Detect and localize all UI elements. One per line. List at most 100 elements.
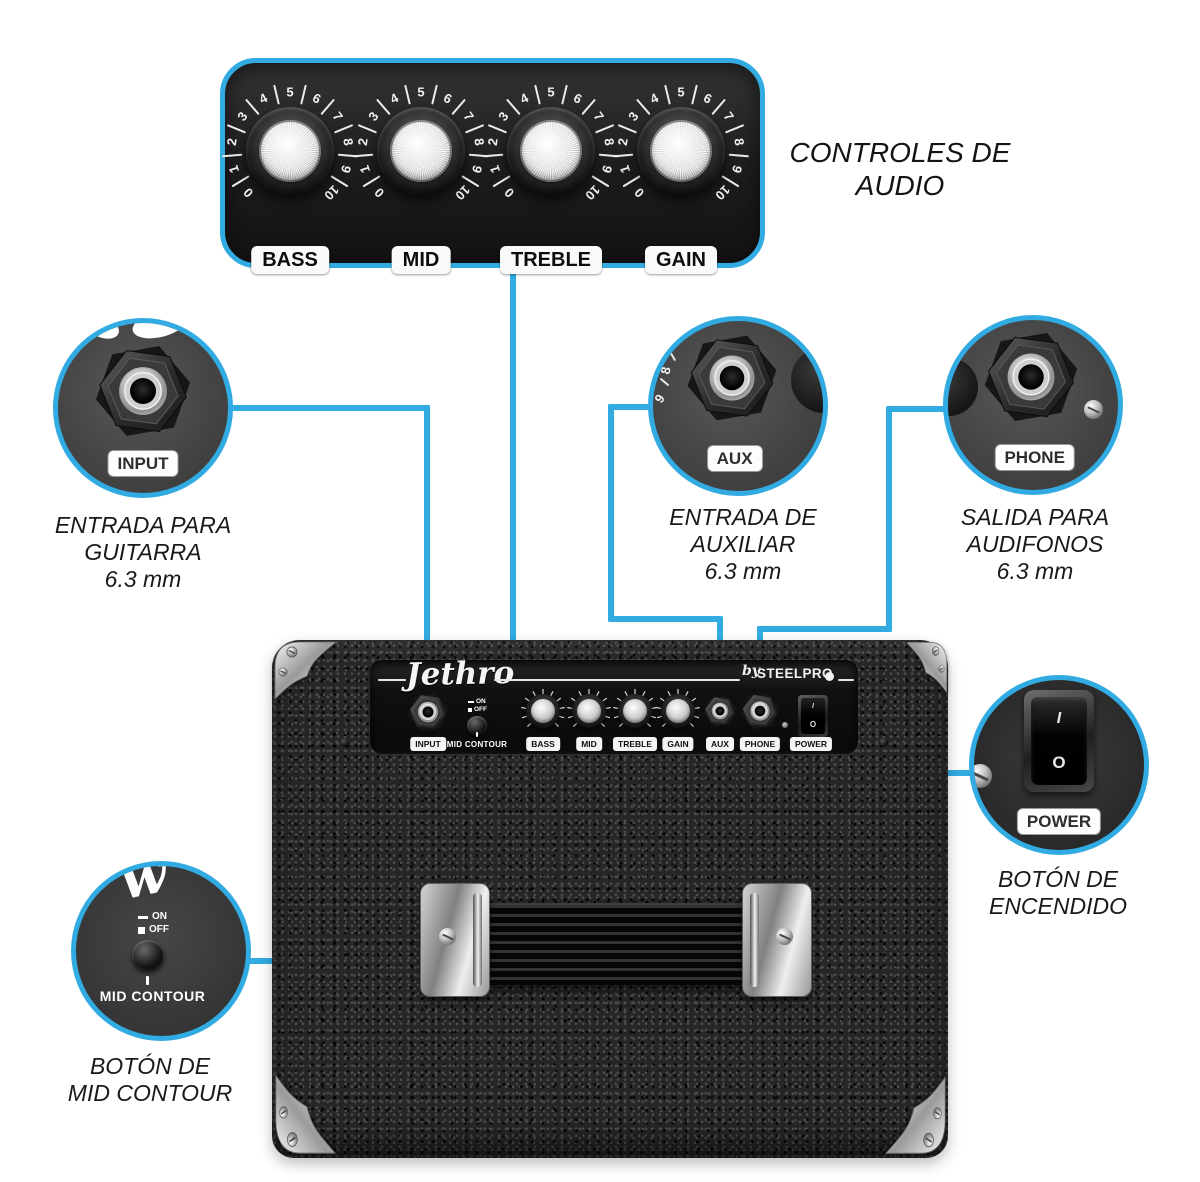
screw-icon (439, 928, 456, 945)
mid-label: MID (391, 246, 451, 274)
svg-text:2: 2 (224, 137, 240, 146)
midcontour-label: MID CONTOUR (99, 988, 206, 1004)
caption-line: AUDIFONOS (966, 531, 1104, 557)
legend-on-text: ON (476, 698, 486, 705)
treble-label: TREBLE (500, 246, 602, 274)
amp-bass-label: BASS (526, 737, 560, 751)
amp-midcontour-label: MID CONTOUR (446, 740, 508, 749)
treble-knob-cap (520, 120, 582, 182)
input-callout-circle: INPUT (53, 318, 233, 498)
svg-text:6: 6 (571, 90, 584, 107)
svg-text:2: 2 (485, 137, 501, 146)
power-led (782, 722, 788, 728)
power-off-symbol: O (809, 720, 817, 729)
audio-controls-title: CONTROLES DE AUDIO (760, 136, 1040, 202)
power-off-symbol: O (1052, 752, 1066, 772)
svg-text:6: 6 (441, 90, 454, 107)
midcontour-tick (146, 976, 149, 985)
svg-text:8: 8 (340, 137, 356, 146)
power-on-symbol: I (812, 703, 814, 710)
power-switch-rocker: I O (1031, 697, 1087, 785)
midcontour-caption: BOTÓN DE MID CONTOUR (30, 1053, 270, 1107)
power-caption: BOTÓN DE ENCENDIDO (943, 866, 1173, 920)
on-marker-icon (138, 915, 148, 919)
svg-text:5: 5 (286, 85, 293, 100)
amp-input-jack (407, 692, 449, 732)
caption-line: ENTRADA PARA (54, 512, 232, 538)
svg-text:10: 10 (321, 182, 342, 203)
amp-treble-knob (612, 688, 658, 734)
title-line: AUDIO (855, 170, 945, 201)
svg-text:5: 5 (547, 85, 554, 100)
amplifier: Jethro by STEELPRO ON OFF (272, 640, 948, 1158)
caption-line: 6.3 mm (704, 558, 782, 584)
by-text: by (742, 663, 760, 679)
input-jack-label: INPUT (107, 450, 179, 477)
logo-fragment: w (113, 861, 173, 913)
knob-tick-fragment (668, 350, 677, 362)
line-aux-h2 (608, 616, 723, 622)
handle-strap (478, 903, 752, 985)
off-marker-icon (468, 708, 472, 712)
amp-midcontour-button (467, 716, 487, 735)
phone-jack-icon (984, 332, 1078, 422)
aux-caption: ENTRADA DE AUXILIAR 6.3 mm (628, 504, 858, 585)
svg-text:8: 8 (601, 137, 617, 146)
svg-text:7: 7 (330, 109, 346, 124)
phone-callout-circle: PHONE (943, 315, 1123, 495)
line-phone-v1 (886, 406, 892, 632)
corner-protector (270, 637, 340, 703)
svg-text:7: 7 (591, 109, 607, 124)
phone-jack-label: PHONE (994, 444, 1075, 471)
amp-input-label: INPUT (410, 737, 446, 751)
svg-text:5: 5 (677, 85, 684, 100)
amp-aux-label: AUX (706, 737, 734, 751)
knob-scale-fragment: 8 (657, 365, 674, 376)
caption-line: BOTÓN DE (89, 1053, 211, 1079)
screw-icon (974, 764, 992, 788)
svg-text:7: 7 (721, 109, 737, 124)
handle-bracket-left (420, 883, 490, 997)
svg-text:5: 5 (417, 85, 424, 100)
line-input-v (424, 405, 430, 703)
line-aux-h1 (608, 404, 654, 410)
amp-gain-knob (655, 688, 701, 734)
phone-caption: SALIDA PARA AUDIFONOS 6.3 mm (920, 504, 1150, 585)
knob-tick-fragment (659, 377, 670, 387)
svg-text:9: 9 (729, 163, 746, 175)
amp-phone-label: PHONE (739, 737, 781, 751)
line-phone-h2 (757, 626, 892, 632)
svg-text:3: 3 (495, 109, 511, 124)
corner-protector (882, 1072, 950, 1160)
legend-off-text: OFF (474, 706, 487, 713)
caption-line: AUXILIAR (690, 531, 796, 557)
caption-line: MID CONTOUR (67, 1080, 233, 1106)
panel-rule (494, 679, 740, 681)
svg-text:1: 1 (487, 163, 504, 175)
amp-power-switch: I O (798, 695, 828, 737)
svg-text:8: 8 (471, 137, 487, 146)
power-switch: I O (1024, 690, 1094, 792)
line-panel-drop (510, 266, 516, 656)
amp-mid-label: MID (576, 737, 602, 751)
amp-control-panel: Jethro by STEELPRO ON OFF (370, 655, 858, 754)
amp-power-label: POWER (789, 737, 833, 751)
svg-text:10: 10 (452, 182, 473, 203)
gain-label: GAIN (645, 246, 717, 274)
amp-midcontour-legend: ON OFF (468, 698, 487, 714)
power-on-symbol: I (1056, 709, 1062, 727)
amp-gain-label: GAIN (662, 737, 694, 751)
svg-text:9: 9 (469, 163, 486, 175)
aux-jack-partial (948, 358, 978, 416)
aux-jack-icon (687, 335, 777, 421)
logo-fragment (182, 323, 204, 341)
svg-text:0: 0 (501, 185, 517, 201)
svg-text:10: 10 (712, 182, 733, 203)
svg-text:7: 7 (461, 109, 477, 124)
amp-bass-knob (520, 688, 566, 734)
